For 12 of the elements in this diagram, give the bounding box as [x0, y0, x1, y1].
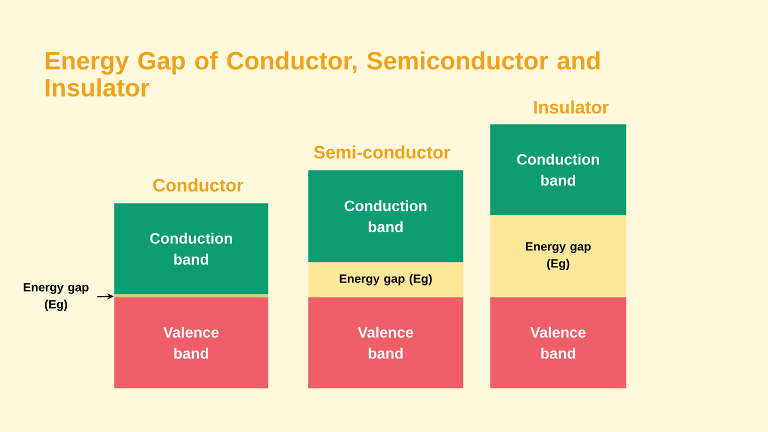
band-box: Valence band — [114, 297, 268, 388]
band-box: Valence band — [308, 297, 464, 388]
title: Energy Gap of Conductor, Semiconductor and Insulator — [46, 51, 600, 97]
column-heading: Semi-conductor — [314, 145, 450, 159]
gap-box: Energy gap (Eg) — [490, 215, 626, 298]
band-box: Conduction band — [308, 170, 464, 262]
callout-text: Energy gap (Eg) — [24, 283, 89, 311]
gap-box: Energy gap (Eg) — [308, 262, 464, 298]
band-box: Conduction band — [114, 203, 268, 294]
band-box: Valence band — [490, 297, 626, 388]
band-box: Conduction band — [490, 124, 626, 216]
gap-strip — [114, 294, 268, 298]
